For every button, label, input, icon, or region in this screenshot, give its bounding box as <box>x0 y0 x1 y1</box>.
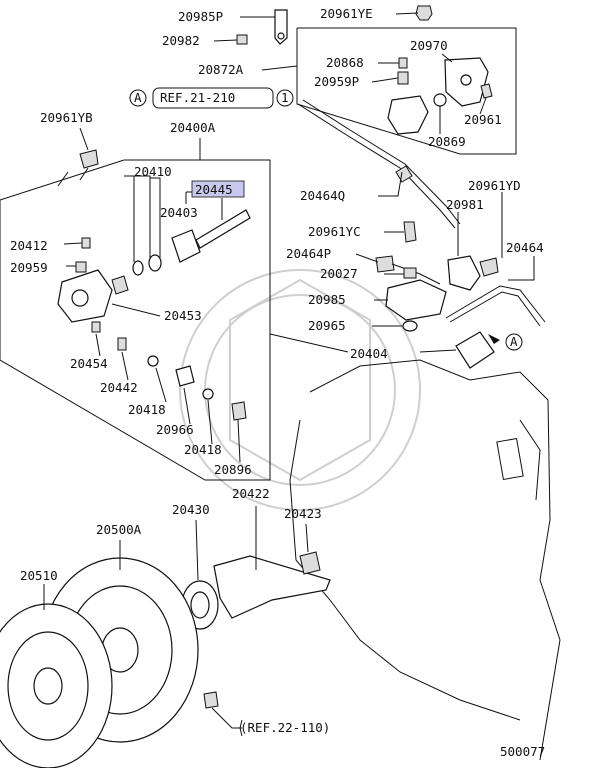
label-diagram-number: 500077 <box>500 744 545 759</box>
label-ref-a: A <box>134 90 142 105</box>
seal-20410-b <box>148 254 162 272</box>
label-20403: 20403 <box>160 205 198 220</box>
label-20982: 20982 <box>162 33 200 48</box>
switch-body-part <box>387 95 429 135</box>
label-20464Q: 20464Q <box>300 188 345 203</box>
label-20869: 20869 <box>428 134 466 149</box>
label-20965: 20965 <box>308 318 346 333</box>
label-20966: 20966 <box>156 422 194 437</box>
bolt-20961-part <box>480 83 493 99</box>
label-20961YC: 20961YC <box>308 224 361 239</box>
part-20442 <box>117 337 127 351</box>
label-20985: 20985 <box>308 292 346 307</box>
pushrod-20403-part <box>195 209 251 249</box>
bolt-20961YC-part <box>403 221 417 243</box>
cap-20959-part <box>75 261 87 273</box>
line-20464 <box>445 285 546 323</box>
bleeder-20412-part <box>81 237 91 249</box>
fitting-20868-part <box>398 57 408 69</box>
boot-20404-part <box>455 331 495 369</box>
sensor-hole <box>460 74 472 86</box>
label-20027: 20027 <box>320 266 358 281</box>
label-20961YD: 20961YD <box>468 178 521 193</box>
nut-20027-part <box>403 267 417 279</box>
part-20454 <box>91 321 101 333</box>
label-20430: 20430 <box>172 502 210 517</box>
bolt-20896-part <box>231 401 247 421</box>
fitting-20464Q-end <box>395 165 413 183</box>
spring-part <box>111 275 129 295</box>
part-20418-b <box>202 388 214 400</box>
group-box-20872A <box>296 27 517 155</box>
label-20423: 20423 <box>284 506 322 521</box>
label-20464: 20464 <box>506 240 544 255</box>
cylinder-bore <box>71 289 89 307</box>
pilot-bushing-part <box>203 691 219 709</box>
transmission-housing <box>309 359 561 761</box>
label-20412: 20412 <box>10 238 48 253</box>
pivot-20423-part <box>299 551 321 575</box>
label-20445: 20445 <box>195 182 233 197</box>
label-20868: 20868 <box>326 55 364 70</box>
label-20422: 20422 <box>232 486 270 501</box>
label-20959P: 20959P <box>314 74 359 89</box>
label-20464P: 20464P <box>286 246 331 261</box>
boot-20445-part <box>171 229 201 263</box>
label-20896: 20896 <box>214 462 252 477</box>
highlight-20445 <box>191 180 245 198</box>
ref-bracket-22-110 <box>239 719 243 737</box>
arrow-to-a <box>488 334 500 344</box>
label-20872A: 20872A <box>198 62 244 77</box>
bracket-hole <box>277 32 285 40</box>
bracket-20981-part <box>447 255 481 291</box>
label-ref-a2: A <box>510 334 518 349</box>
label-20453: 20453 <box>164 308 202 323</box>
label-20981: 20981 <box>446 197 484 212</box>
part-20966 <box>175 365 195 387</box>
label-20418-a: 20418 <box>128 402 166 417</box>
bolt-20961YD-part <box>479 257 499 277</box>
oring-20869-part <box>433 93 447 107</box>
label-20418-b: 20418 <box>184 442 222 457</box>
ref-marker-a <box>129 89 147 107</box>
bolt-20961YE-part <box>415 5 433 21</box>
label-ref-21-210-num: 1 <box>281 90 289 105</box>
part-20418-a <box>147 355 159 367</box>
fitting-20959P-part <box>397 71 409 85</box>
label-20510: 20510 <box>20 568 58 583</box>
label-20454: 20454 <box>70 356 108 371</box>
label-20959: 20959 <box>10 260 48 275</box>
ref-box-21-210 <box>152 87 274 109</box>
label-20961YB: 20961YB <box>40 110 93 125</box>
label-20410: 20410 <box>134 164 172 179</box>
housing-window <box>496 437 524 481</box>
washer-20965-part <box>402 320 418 332</box>
bolt-20961YB-part <box>79 149 99 169</box>
label-20400A: 20400A <box>170 120 216 135</box>
group-box-20400A <box>0 159 271 481</box>
ref-marker-1 <box>276 89 294 107</box>
label-ref-21-210: REF.21-210 <box>160 90 235 105</box>
label-20404: 20404 <box>350 346 388 361</box>
line-20464Q <box>297 103 456 229</box>
label-20985P: 20985P <box>178 9 223 24</box>
label-20500A: 20500A <box>96 522 142 537</box>
seal-20410-a <box>132 260 144 276</box>
label-ref-22-110: (REF.22-110) <box>240 720 330 735</box>
release-fork-20422-part <box>213 555 331 619</box>
label-20961YE: 20961YE <box>320 6 373 21</box>
label-20970: 20970 <box>410 38 448 53</box>
bracket-20985-part <box>385 279 447 321</box>
watermark-emblem <box>179 269 421 511</box>
fitting-20464P-part <box>375 255 395 273</box>
label-20961: 20961 <box>464 112 502 127</box>
clip-20982-part <box>236 34 248 45</box>
label-20442: 20442 <box>100 380 138 395</box>
ref-marker-a2 <box>505 333 523 351</box>
